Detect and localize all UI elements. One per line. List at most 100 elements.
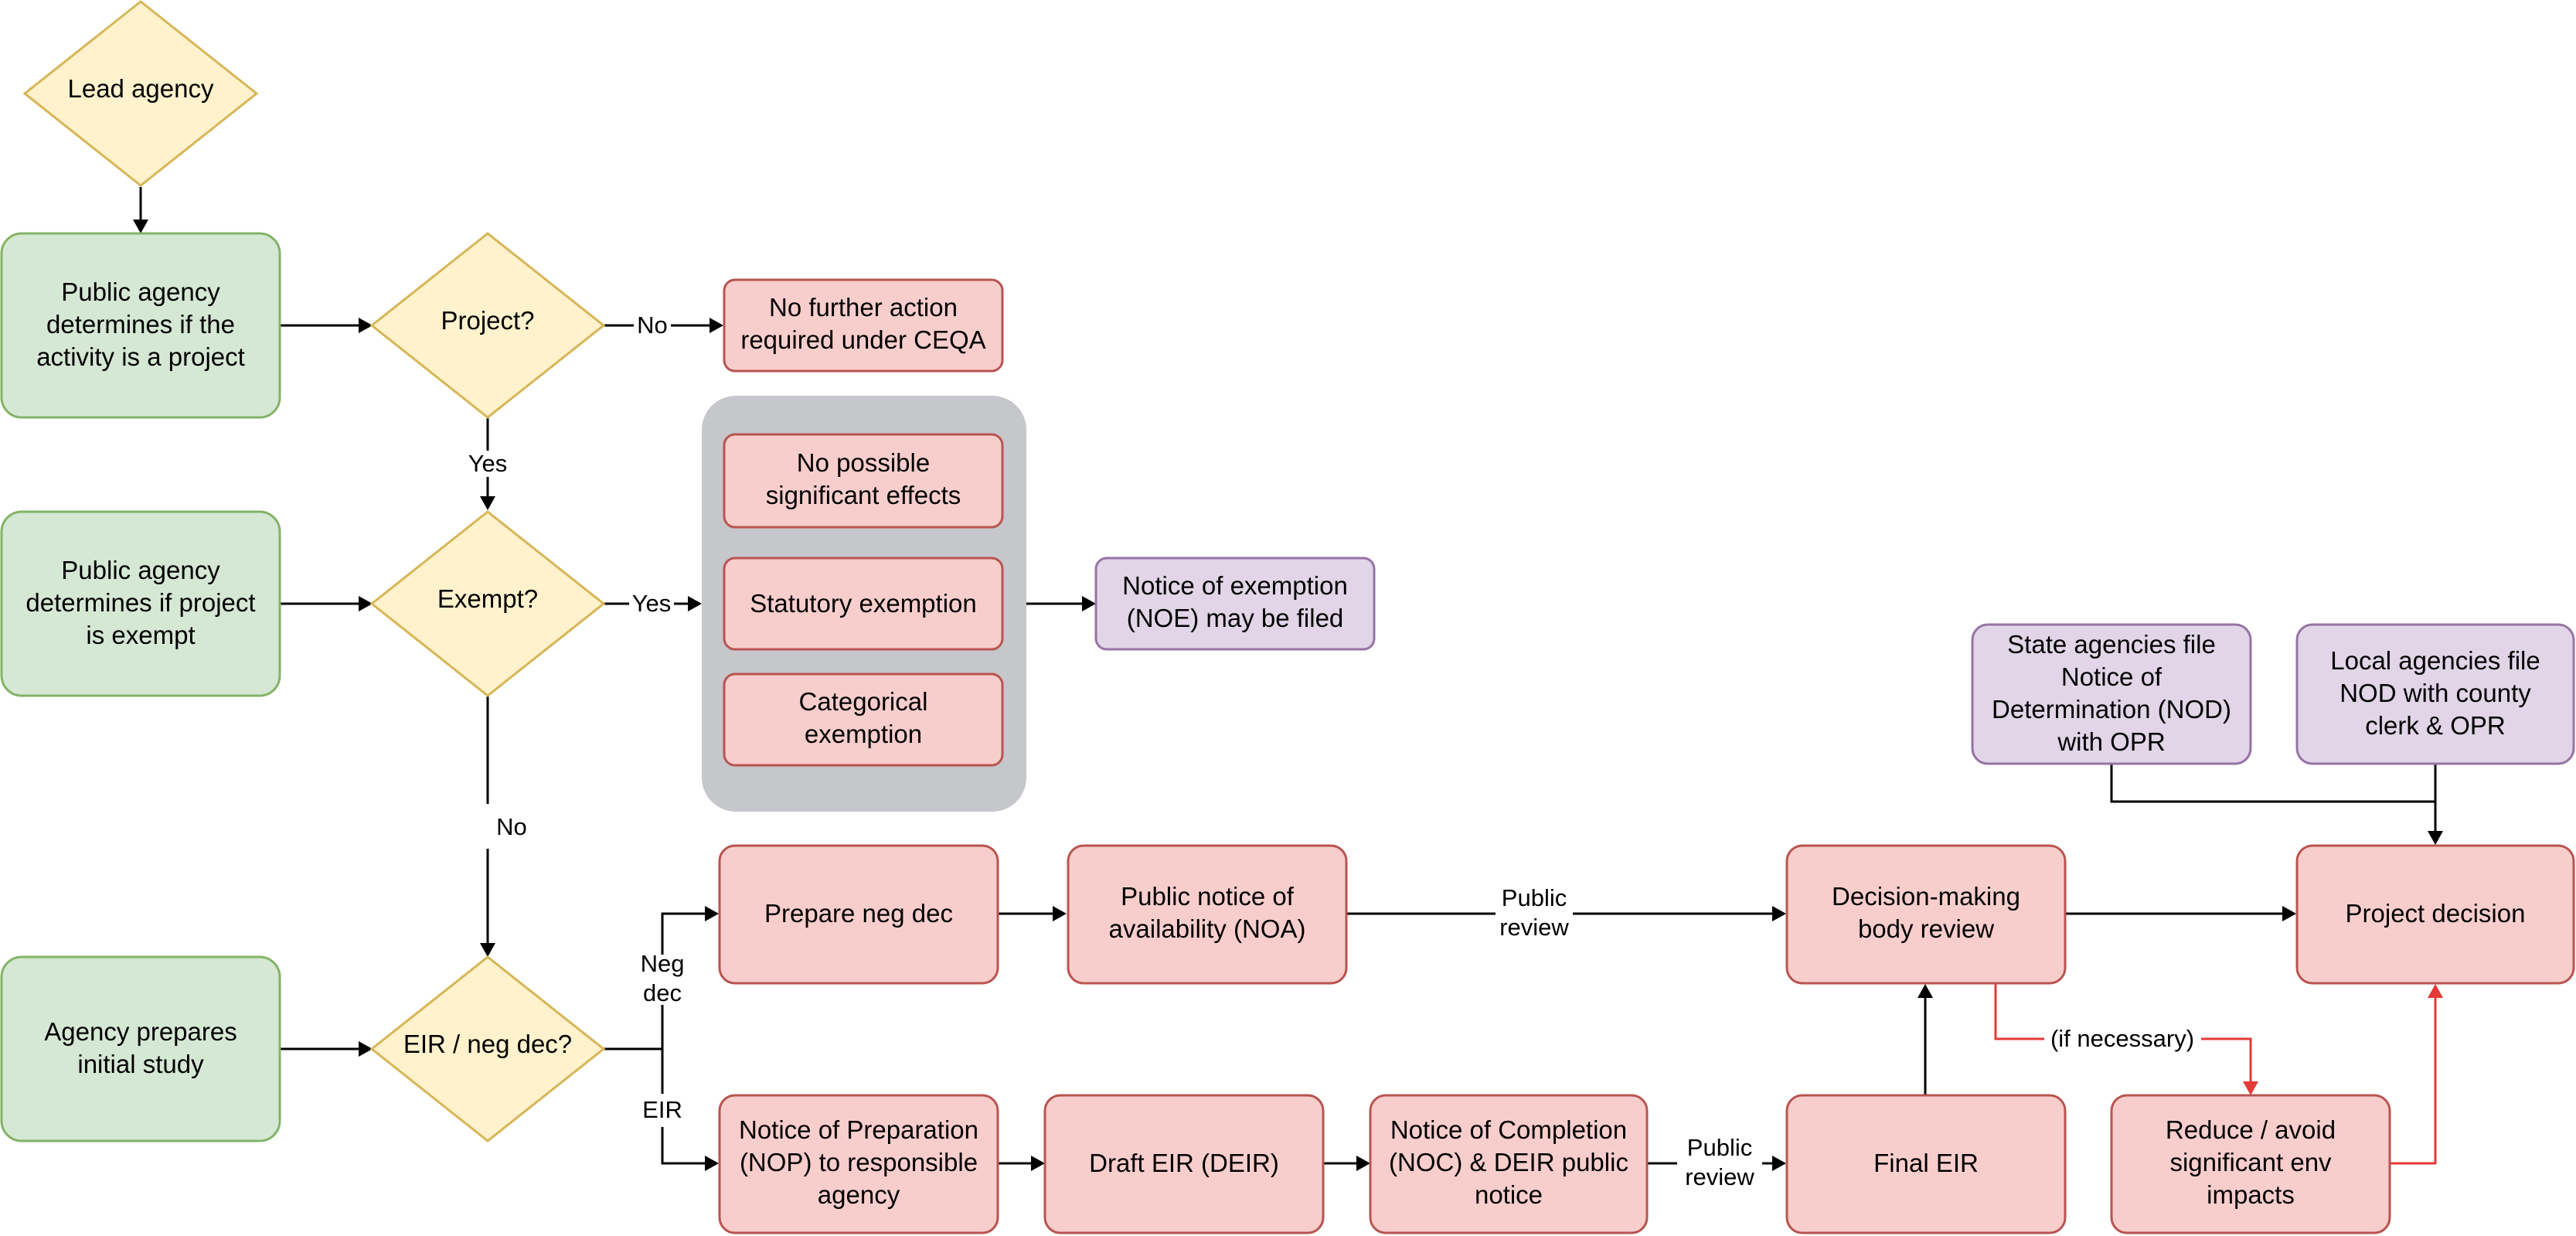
determine-exempt-box — [0, 510, 281, 697]
arrowhead — [2282, 906, 2296, 921]
arrowhead — [1356, 1156, 1370, 1171]
text-line: notice — [1475, 1180, 1543, 1209]
text-line: Neg — [641, 950, 685, 977]
edge-branch-neg-dec-up-2 — [661, 912, 705, 955]
text-line: No further action — [769, 293, 958, 322]
edge-label-yes-exempt: Yes — [632, 590, 672, 617]
determine-project-box — [0, 232, 281, 419]
text-line: Decision-making — [1832, 882, 2020, 911]
arrowhead — [1772, 1156, 1786, 1171]
text-line: NOD with county — [2339, 679, 2531, 707]
text-line: (NOC) & DEIR public — [1389, 1148, 1628, 1176]
draft-eir-label: Draft EIR (DEIR) — [1089, 1149, 1279, 1177]
draft-eir-box — [1043, 1094, 1325, 1234]
text-line: with OPR — [2057, 727, 2165, 756]
arrowhead — [1772, 906, 1786, 921]
text-line: (NOE) may be filed — [1127, 604, 1344, 632]
arrowhead — [2243, 1081, 2258, 1095]
edges — [133, 187, 2443, 1171]
statutory-exemption-label: Statutory exemption — [750, 589, 977, 618]
public-notice-noa-box — [1067, 844, 1348, 985]
text-line: Draft EIR (DEIR) — [1089, 1149, 1279, 1177]
text-line: impacts — [2207, 1180, 2295, 1209]
edge-review-to-reduce-impacts-1 — [1994, 984, 2044, 1040]
text-line: (NOP) to responsible — [740, 1148, 978, 1176]
text-line: availability (NOA) — [1109, 914, 1306, 943]
prepare-neg-dec-box — [718, 844, 999, 985]
text-line: EIR — [642, 1096, 682, 1123]
final-eir-box — [1785, 1094, 2067, 1234]
text-line: Determination (NOD) — [1992, 695, 2231, 724]
text-line: Project decision — [2346, 899, 2526, 928]
no-possible-effects-box — [723, 433, 1004, 529]
arrowhead — [1031, 1156, 1045, 1171]
text-line: Notice of exemption — [1122, 571, 1348, 600]
text-line: Notice of — [2061, 662, 2163, 691]
arrowhead — [705, 1156, 719, 1171]
project-q-label: Project? — [441, 306, 534, 335]
node-labels: Lead agency Public agency determines if t… — [26, 74, 2540, 1209]
text-line: Yes — [468, 450, 508, 477]
text-line: clerk & OPR — [2365, 711, 2506, 740]
text-line: Lead agency — [68, 74, 214, 103]
text-line: Prepare neg dec — [764, 899, 953, 928]
eir-neg-dec-q-label: EIR / neg dec? — [403, 1030, 572, 1058]
text-line: State agencies file — [2007, 630, 2216, 659]
edge-label-if-necessary: (if necessary) — [2050, 1025, 2194, 1052]
edge-branch-eir-down-2 — [661, 1127, 705, 1165]
text-line: (if necessary) — [2050, 1025, 2194, 1052]
arrowhead — [133, 220, 148, 233]
text-line: required under CEQA — [740, 325, 985, 354]
text-line: Public notice of — [1121, 882, 1295, 911]
edge-review-to-reduce-impacts-2 — [2201, 1037, 2252, 1081]
text-line: significant effects — [766, 481, 961, 509]
text-line: Public agency — [61, 278, 220, 306]
project-decision-diamond — [369, 232, 606, 419]
arrowhead — [2428, 984, 2443, 998]
no-further-action-box — [723, 278, 1004, 373]
arrowhead — [359, 596, 373, 611]
text-line: Categorical — [799, 687, 928, 716]
arrowhead — [480, 496, 495, 510]
text-line: determines if the — [46, 310, 235, 339]
arrowhead — [1082, 596, 1096, 611]
decision-body-review-box — [1785, 844, 2067, 985]
edge-label-no-project: No — [637, 312, 668, 339]
decision-body-review-label: Decision-making body review — [1832, 882, 2020, 943]
text-line: Public agency — [61, 556, 220, 584]
arrowhead — [705, 906, 719, 921]
text-line: No possible — [797, 448, 930, 477]
text-line: Final EIR — [1873, 1149, 1979, 1177]
state-agencies-nod-box — [1971, 623, 2252, 765]
text-line: Statutory exemption — [750, 589, 977, 618]
text-line: determines if project — [26, 588, 255, 617]
text-line: activity is a project — [36, 342, 245, 371]
text-line: body review — [1858, 914, 1994, 943]
reduce-impacts-box — [2110, 1094, 2391, 1234]
text-line: review — [1499, 914, 1569, 941]
text-line: Reduce / avoid — [2166, 1115, 2336, 1144]
text-line: initial study — [77, 1050, 204, 1078]
arrowhead — [1053, 906, 1067, 921]
public-notice-noa-label: Public notice of availability (NOA) — [1109, 882, 1306, 943]
arrowhead — [359, 318, 373, 333]
edge-label-eir: EIR — [642, 1096, 682, 1123]
text-line: Project? — [441, 306, 534, 335]
edge-label-yes-project: Yes — [468, 450, 508, 477]
text-line: Public — [1687, 1134, 1752, 1161]
eir-neg-dec-decision-diamond — [369, 955, 606, 1142]
exempt-decision-diamond — [369, 510, 606, 697]
text-line: review — [1685, 1163, 1754, 1190]
text-line: Public — [1502, 884, 1567, 911]
lead-agency-label: Lead agency — [68, 74, 214, 103]
